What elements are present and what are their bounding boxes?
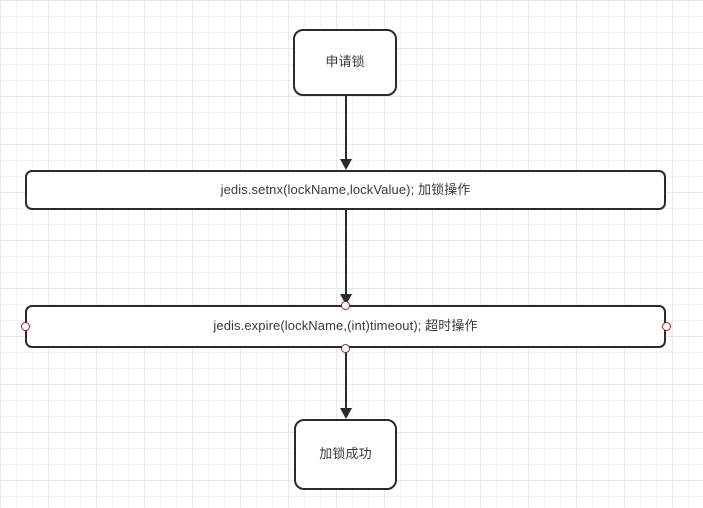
connector-expire-to-success[interactable]	[340, 348, 352, 419]
node-label: 加锁成功	[319, 446, 372, 462]
connector-line	[345, 96, 347, 161]
arrowhead-icon	[340, 408, 352, 419]
flowchart-node-setnx[interactable]: jedis.setnx(lockName,lockValue); 加锁操作	[25, 170, 666, 210]
selection-handle-right[interactable]	[661, 321, 671, 331]
connector-line	[345, 348, 347, 410]
flowchart-node-expire[interactable]: jedis.expire(lockName,(int)timeout); 超时操…	[25, 305, 666, 348]
node-label: jedis.expire(lockName,(int)timeout); 超时操…	[213, 318, 478, 334]
node-label: 申请锁	[325, 54, 365, 70]
connector-setnx-to-expire[interactable]	[340, 210, 352, 305]
selection-handle-top[interactable]	[340, 300, 350, 310]
connector-start-to-setnx[interactable]	[340, 96, 352, 170]
connector-line	[345, 210, 347, 296]
node-label: jedis.setnx(lockName,lockValue); 加锁操作	[220, 181, 471, 197]
selection-handle-bottom[interactable]	[340, 343, 350, 353]
flowchart-node-start[interactable]: 申请锁	[293, 29, 397, 96]
arrowhead-icon	[340, 159, 352, 170]
selection-handle-left[interactable]	[20, 321, 30, 331]
flowchart-node-success[interactable]: 加锁成功	[294, 419, 397, 490]
